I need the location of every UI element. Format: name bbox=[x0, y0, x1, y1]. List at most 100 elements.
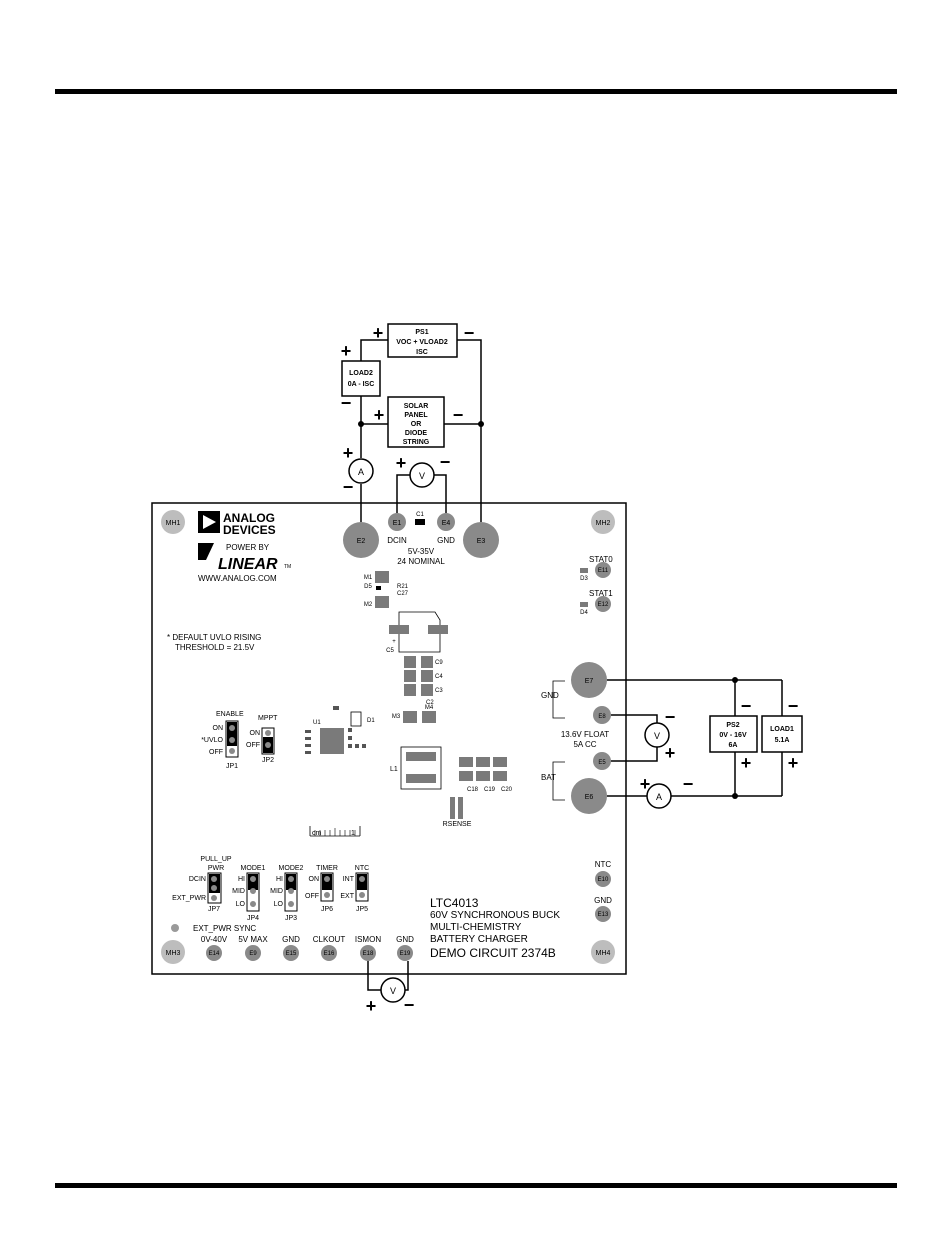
svg-text:DCIN: DCIN bbox=[189, 876, 206, 883]
load1-box: LOAD1 5.1A bbox=[761, 715, 803, 753]
turret-e3[interactable]: E3 bbox=[463, 522, 499, 558]
svg-text:HI: HI bbox=[276, 876, 283, 883]
ps1-minus: − bbox=[464, 323, 475, 343]
svg-text:DEVICES: DEVICES bbox=[223, 523, 276, 537]
svg-text:MH4: MH4 bbox=[596, 950, 611, 957]
ismon-wiring bbox=[367, 961, 409, 991]
mosfet-m3: M3 bbox=[392, 711, 417, 723]
turret-e12[interactable]: E12 bbox=[595, 596, 611, 612]
turret-e19[interactable]: E19 bbox=[397, 945, 413, 961]
gnd-output-bracket: GND bbox=[541, 680, 565, 719]
svg-text:MID: MID bbox=[270, 888, 283, 895]
solar-minus: − bbox=[453, 405, 464, 425]
svg-text:0V - 16V: 0V - 16V bbox=[719, 732, 747, 739]
svg-text:C4: C4 bbox=[435, 674, 443, 680]
website-label: WWW.ANALOG.COM bbox=[198, 574, 277, 583]
svg-text:JP2: JP2 bbox=[262, 757, 274, 764]
svg-text:M2: M2 bbox=[364, 602, 373, 608]
label-5v-max: 5V MAX bbox=[238, 935, 268, 944]
dcin-label: DCIN bbox=[387, 536, 407, 545]
ps1-supply-box: PS1 VOC + VLOAD2 ISC bbox=[387, 323, 458, 358]
svg-text:A: A bbox=[656, 792, 662, 802]
svg-text:V: V bbox=[390, 986, 396, 996]
turret-e2[interactable]: E2 bbox=[343, 522, 379, 558]
svg-text:STRING: STRING bbox=[403, 439, 430, 446]
output-capacitors: C18 C19 C20 bbox=[459, 757, 513, 793]
diode-d5: D5 bbox=[364, 584, 381, 590]
svg-text:E6: E6 bbox=[585, 794, 594, 801]
svg-text:U1: U1 bbox=[313, 720, 321, 726]
turret-e14[interactable]: E14 bbox=[206, 945, 222, 961]
turret-e4[interactable]: E4 bbox=[437, 513, 455, 531]
turret-e1[interactable]: E1 bbox=[388, 513, 406, 531]
jumper-jp1[interactable]: ENABLE ON *UVLO OFF JP1 bbox=[201, 711, 244, 770]
svg-text:DIODE: DIODE bbox=[405, 430, 428, 437]
capacitor-c2: C2 bbox=[426, 700, 434, 706]
mounting-hole-mh3: MH3 bbox=[161, 940, 185, 964]
analog-devices-logo: ANALOG DEVICES bbox=[198, 511, 276, 537]
output-voltmeter: V bbox=[644, 722, 670, 748]
svg-text:1: 1 bbox=[351, 830, 355, 837]
jumper-jp7[interactable]: PULL_UP PWR DCIN EXT_PWR JP7 bbox=[172, 856, 232, 913]
power-by-linear-logo: POWER BY LINEAR TM bbox=[198, 543, 291, 573]
svg-text:MID: MID bbox=[232, 888, 245, 895]
svg-text:EXT_PWR: EXT_PWR bbox=[172, 895, 206, 902]
svg-text:E15: E15 bbox=[286, 951, 297, 957]
board-title-line4: BATTERY CHARGER bbox=[430, 934, 528, 945]
voltmeter-minus: − bbox=[440, 452, 451, 472]
svg-text:E9: E9 bbox=[249, 951, 257, 957]
svg-text:C20: C20 bbox=[501, 787, 513, 793]
svg-text:LOAD1: LOAD1 bbox=[770, 726, 794, 733]
turret-e10[interactable]: E10 bbox=[595, 871, 611, 887]
top-rule bbox=[55, 89, 897, 94]
svg-text:JP4: JP4 bbox=[247, 915, 259, 922]
mounting-hole-mh1: MH1 bbox=[161, 510, 185, 534]
jumper-jp4[interactable]: MODE1 HI MID LO JP4 bbox=[232, 865, 265, 922]
ps2-plus: + bbox=[741, 753, 752, 773]
label-gnd-bottom2: GND bbox=[396, 935, 414, 944]
label-gnd-bottom1: GND bbox=[282, 935, 300, 944]
mosfet-m2: M2 bbox=[364, 596, 389, 608]
svg-text:V: V bbox=[654, 731, 660, 741]
svg-text:M4: M4 bbox=[425, 705, 434, 711]
svg-text:PULL_UP: PULL_UP bbox=[200, 856, 231, 863]
turret-e15[interactable]: E15 bbox=[283, 945, 299, 961]
svg-text:MH3: MH3 bbox=[166, 950, 181, 957]
svg-text:C9: C9 bbox=[435, 660, 443, 666]
turret-e8[interactable]: E8 bbox=[593, 706, 611, 724]
label-0v-40v: 0V-40V bbox=[201, 935, 228, 944]
solar-panel-box: SOLAR PANEL OR DIODE STRING bbox=[387, 396, 445, 448]
turret-e13[interactable]: E13 bbox=[595, 906, 611, 922]
load2-minus: − bbox=[341, 393, 352, 413]
jumper-jp6[interactable]: TIMER ON OFF JP6 bbox=[305, 865, 338, 913]
turret-e16[interactable]: E16 bbox=[321, 945, 337, 961]
mounting-hole-mh4: MH4 bbox=[591, 940, 615, 964]
capacitor-c3: C3 bbox=[404, 684, 443, 696]
load2-plus: + bbox=[341, 341, 352, 361]
turret-e11[interactable]: E11 bbox=[595, 562, 611, 578]
svg-text:NTC: NTC bbox=[355, 865, 369, 872]
svg-text:D3: D3 bbox=[580, 576, 588, 582]
svg-text:ISC: ISC bbox=[416, 349, 428, 356]
svg-text:ON: ON bbox=[213, 725, 224, 732]
jumper-jp3[interactable]: MODE2 HI MID LO JP3 bbox=[270, 865, 303, 922]
svg-text:MODE2: MODE2 bbox=[279, 865, 304, 872]
capacitor-c4: C4 bbox=[404, 670, 443, 682]
turret-e7[interactable]: E7 bbox=[571, 662, 607, 698]
demo-board-outline bbox=[151, 502, 627, 975]
svg-text:OFF: OFF bbox=[305, 893, 319, 900]
svg-text:ON: ON bbox=[250, 730, 261, 737]
mosfet-m1: M1 bbox=[364, 571, 389, 583]
turret-e9[interactable]: E9 bbox=[245, 945, 261, 961]
svg-text:E2: E2 bbox=[357, 538, 366, 545]
turret-e6[interactable]: E6 bbox=[571, 778, 607, 814]
jumper-jp2[interactable]: MPPT ON OFF JP2 bbox=[246, 715, 278, 764]
solar-plus: + bbox=[374, 405, 385, 425]
jumper-jp5[interactable]: NTC INT EXT JP5 bbox=[340, 865, 369, 913]
turret-e5[interactable]: E5 bbox=[593, 752, 611, 770]
ismon-plus: + bbox=[366, 996, 377, 1016]
svg-text:SOLAR: SOLAR bbox=[404, 403, 429, 410]
svg-text:5.1A: 5.1A bbox=[775, 737, 790, 744]
turret-e18[interactable]: E18 bbox=[360, 945, 376, 961]
